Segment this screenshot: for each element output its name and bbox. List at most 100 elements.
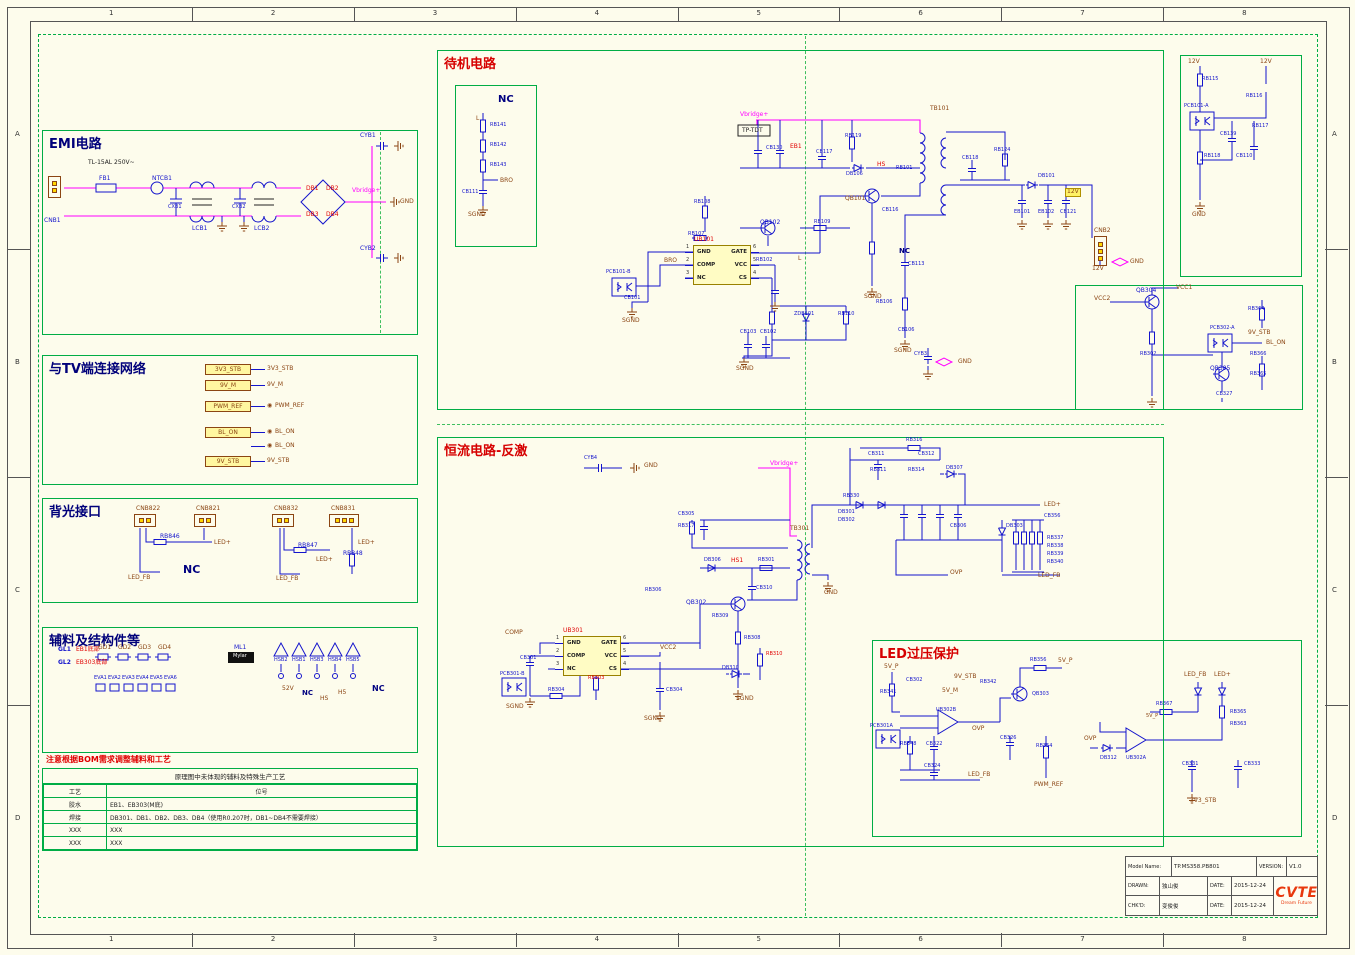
grid-tick	[1325, 705, 1348, 706]
fold-line-horizontal	[437, 424, 1164, 425]
component-label: LED+	[214, 539, 231, 546]
section-title-ovp: LED过压保护	[879, 647, 959, 662]
aux-table-cell: DB301、DB1、DB2、DB3、DB4（使用R0.207时，DB1~DB4不…	[106, 810, 417, 824]
component-label: RB141	[490, 122, 507, 128]
component-label: CB121	[1060, 209, 1077, 215]
connector-pin	[52, 188, 57, 193]
connector-CNB1	[48, 176, 61, 198]
component-label: ML1	[234, 644, 247, 651]
component-label: QB304	[1136, 287, 1157, 294]
ic-pin-number: 5	[623, 648, 627, 654]
section-topright	[1180, 55, 1302, 277]
component-label: 12V	[1260, 58, 1272, 65]
ic-pin-number: 2	[556, 648, 560, 654]
aux-table-cell: EB1、EB303(M底)	[106, 797, 417, 811]
grid-col-label: 8	[1242, 9, 1247, 17]
ic-pin-label: CS	[608, 665, 617, 672]
ic-pin-label: NC	[697, 274, 706, 281]
component-label: GND	[1192, 211, 1206, 218]
section-emi: EMI电路	[42, 130, 418, 335]
component-label: FB1	[99, 175, 111, 182]
aux-table-cell: 焊接	[43, 810, 107, 824]
date-value-2: 2015-12-24	[1232, 896, 1274, 915]
component-label: QB101	[845, 195, 866, 202]
component-label: RB142	[490, 142, 507, 148]
component-label: DB301	[838, 509, 855, 515]
component-label: CB304	[666, 687, 683, 693]
version-value: V1.0	[1289, 863, 1302, 870]
component-label: GND	[1130, 258, 1144, 265]
grid-row-label: A	[15, 130, 20, 138]
grid-col-label: 6	[918, 935, 923, 943]
component-label: SGND	[644, 715, 662, 722]
net-label-box: PWM_REF	[205, 401, 251, 412]
grid-tick	[1163, 7, 1165, 21]
grid-col-label: 3	[432, 935, 438, 943]
component-label: DB302	[838, 517, 855, 523]
grid-col-label: 5	[756, 935, 761, 943]
component-label: RB847	[298, 542, 318, 549]
component-label: RB330	[843, 493, 860, 499]
component-label: Vbridge+	[740, 111, 769, 118]
component-label: BRO	[664, 257, 678, 264]
component-label: CB139	[1220, 131, 1237, 137]
component-label: L	[476, 115, 480, 122]
component-label: EVA3	[122, 675, 135, 681]
grid-row-label: C	[1332, 586, 1337, 594]
component-label: CB302	[906, 677, 923, 683]
component-label: RB340	[1047, 559, 1064, 565]
section-ovp: LED过压保护	[872, 640, 1302, 837]
component-label: CB106	[898, 327, 915, 333]
ic-pin-number: 4	[623, 661, 627, 667]
component-label: 12V	[1092, 265, 1104, 272]
component-label: CB103	[740, 329, 757, 335]
component-label: NC	[372, 684, 385, 693]
ic-pin-number: 3	[686, 270, 690, 276]
cvte-logo: CVTE Dream Future	[1274, 877, 1319, 915]
net-dot: ◉	[267, 428, 273, 435]
connector-pin	[284, 518, 289, 523]
component-label: SGND	[864, 293, 882, 300]
component-label: CB324	[924, 763, 941, 769]
net-label: PWM_REF	[275, 402, 305, 409]
section-title-cc: 恒流电路-反激	[444, 444, 528, 459]
component-label: GND	[644, 462, 658, 469]
ic-pin-number: 6	[753, 244, 757, 250]
component-label: RB308	[744, 635, 761, 641]
component-label: DB310	[722, 665, 739, 671]
component-label: GD4	[158, 644, 172, 651]
component-label: 5V_M	[942, 687, 959, 694]
section-standby-nc	[455, 85, 537, 247]
drawn-value: 独山俊	[1160, 877, 1208, 896]
grid-col-label: 7	[1080, 935, 1085, 943]
component-label: RB310	[766, 651, 783, 657]
component-label: CXB2	[232, 204, 246, 210]
net-label: 9V_STB	[267, 457, 290, 464]
net-wire	[251, 432, 265, 433]
connector-pin	[277, 518, 282, 523]
component-label: RB316	[906, 437, 923, 443]
connector-pin	[1098, 241, 1103, 247]
component-label: DB306	[704, 557, 721, 563]
component-label: DB312	[1100, 755, 1117, 761]
component-label: CYB4	[584, 455, 598, 461]
component-label: TB101	[930, 105, 950, 112]
component-label: DB307	[946, 465, 963, 471]
component-label: RB363	[1230, 721, 1247, 727]
date-label-1: DATE:	[1208, 877, 1232, 896]
component-label: CB113	[908, 261, 925, 267]
connector-pin	[52, 181, 57, 186]
component-label: BL_ON	[1266, 339, 1286, 346]
component-label: LED+	[358, 539, 375, 546]
chkd-label: CHK'D:	[1126, 896, 1160, 915]
component-label: RB337	[1047, 535, 1064, 541]
component-label: COMP	[505, 629, 523, 636]
connector-CNB822	[134, 514, 156, 527]
component-label: CB111	[462, 189, 479, 195]
